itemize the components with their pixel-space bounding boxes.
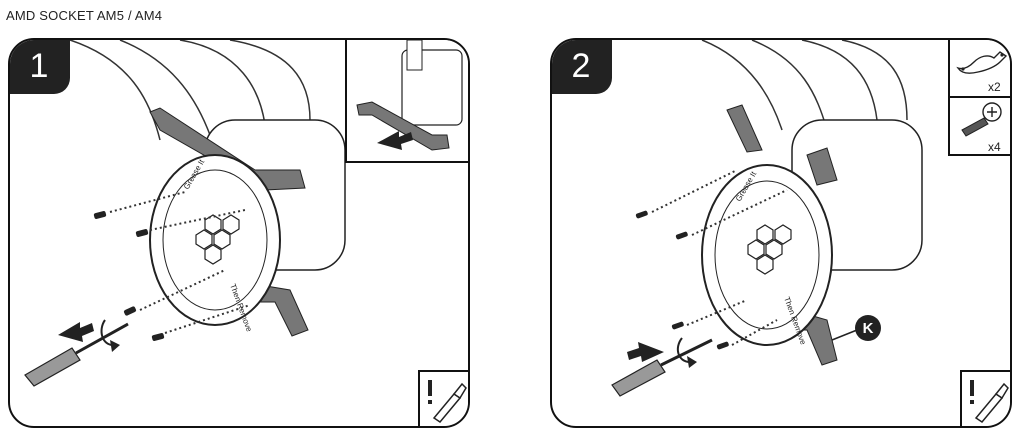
rotate-icon bbox=[100, 319, 114, 346]
screw-qty: x4 bbox=[988, 140, 1001, 154]
parts-bracket-box: x2 bbox=[948, 40, 1010, 98]
callout-label: K bbox=[855, 315, 881, 341]
step-2-illustration: Then Remove Grease It bbox=[611, 40, 923, 397]
bracket-removal-illustration bbox=[356, 40, 463, 151]
screwdriver-icon bbox=[611, 338, 713, 397]
page-title: AMD SOCKET AM5 / AM4 bbox=[6, 8, 163, 23]
screw-icon bbox=[961, 102, 1002, 137]
step-number-badge: 2 bbox=[552, 40, 612, 94]
warning-icon bbox=[428, 380, 467, 423]
step-number-badge: 1 bbox=[10, 40, 70, 94]
warning-icon bbox=[970, 380, 1009, 423]
arrow-icon bbox=[58, 322, 94, 342]
warning-box bbox=[418, 370, 468, 426]
step-2-panel: Then Remove Grease It 2 K bbox=[550, 38, 1012, 428]
arrow-icon bbox=[377, 131, 413, 150]
parts-screw-box: x4 bbox=[948, 96, 1010, 156]
bracket-qty: x2 bbox=[988, 80, 1001, 94]
warning-box bbox=[960, 370, 1010, 426]
arrow-icon bbox=[627, 342, 664, 362]
step-1-detail-inset bbox=[345, 40, 468, 163]
step-1-illustration: Then Remove Grease It bbox=[24, 40, 346, 387]
bracket-icon bbox=[956, 51, 1008, 74]
rotate-icon bbox=[676, 337, 691, 363]
step-1-panel: Then Remove Grease It 1 bbox=[8, 38, 470, 428]
